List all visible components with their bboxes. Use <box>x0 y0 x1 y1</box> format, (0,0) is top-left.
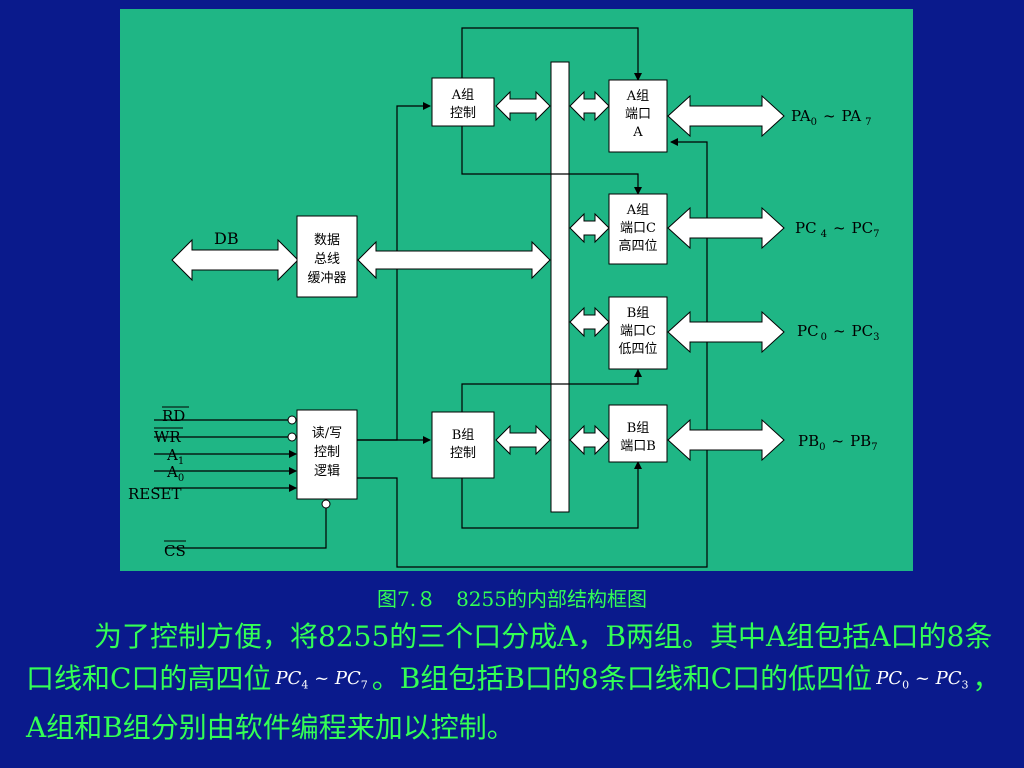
bus-buffer-block <box>296 215 358 298</box>
diagram-panel <box>120 9 913 571</box>
bus-actrl-arrow <box>495 90 551 122</box>
port-b-block <box>608 404 668 463</box>
port-c-low-label-2: 端口C <box>620 324 656 339</box>
pclo-arrow <box>667 310 785 354</box>
formula-pc4-pc7: PC4 ~ PC7 <box>275 668 368 692</box>
port-c-low-label-1: B组 <box>627 306 650 321</box>
port-b-label-2: 端口B <box>620 439 656 454</box>
pin-rd: RD <box>162 407 185 425</box>
pin-a1: A1 <box>166 446 184 467</box>
buffer-bus-arrow <box>357 240 551 280</box>
paragraph-part-1: 为了控制方便，将8255的三个口分成A，B两组。其中A组包括A口的8条口线和C口… <box>26 620 993 695</box>
pb-label: PB0~PB7 <box>798 432 878 453</box>
pa-arrow <box>667 94 785 138</box>
a-control-label-2: 控制 <box>450 106 476 121</box>
pin-reset: RESET <box>128 485 181 503</box>
internal-bus <box>550 61 570 513</box>
pchi-arrow <box>667 206 785 250</box>
rd-bubble <box>287 415 297 425</box>
bus-bctrl-arrow <box>495 424 551 456</box>
cs-bubble <box>321 499 331 509</box>
port-c-high-label-3: 高四位 <box>618 238 657 254</box>
pin-wr: WR <box>154 428 181 446</box>
port-a-label-3: A <box>632 125 643 140</box>
bus-buffer-label-1: 数据 <box>314 233 340 248</box>
port-a-block <box>608 79 668 153</box>
b-control-label-2: 控制 <box>450 446 476 461</box>
port-c-high-label-2: 端口C <box>620 221 656 236</box>
rw-logic-label-2: 控制 <box>314 445 340 460</box>
pb-arrow <box>667 418 785 462</box>
rw-logic-label-1: 读/写 <box>312 426 342 441</box>
data-arrows <box>171 90 785 462</box>
port-b-label-1: B组 <box>627 421 650 436</box>
b-control-block <box>431 411 495 479</box>
bus-buffer-label-2: 总线 <box>314 252 340 267</box>
control-lines <box>165 27 708 568</box>
port-c-low-label-3: 低四位 <box>618 342 657 357</box>
wr-bubble <box>287 432 297 442</box>
port-c-high-block <box>608 193 668 265</box>
bus-buffer-label-3: 缓冲器 <box>307 271 346 286</box>
figure-caption: 图7.８ 8255的内部结构框图 <box>377 587 647 611</box>
formula-pc0-pc3: PC0 ~ PC3 <box>876 668 969 692</box>
port-c-low-block <box>608 296 668 370</box>
pin-lines <box>154 419 297 492</box>
a-control-block <box>431 77 495 127</box>
pin-cs: CS <box>164 542 186 560</box>
pin-a0: A0 <box>166 463 184 484</box>
block-diagram: A组 控制 B组 控制 A组 端口 A A组 端口C 高四位 B组 端口C 低四… <box>120 9 913 571</box>
rw-logic-label-3: 逻辑 <box>314 464 340 479</box>
rw-logic-block <box>296 409 358 500</box>
port-a-label-2: 端口 <box>625 107 651 122</box>
paragraph-part-2: 。B组包括B口的8条口线和C口的低四位 <box>371 662 873 695</box>
port-c-high-label-1: A组 <box>626 203 649 218</box>
description-paragraph: 为了控制方便，将8255的三个口分成A，B两组。其中A组包括A口的8条口线和C口… <box>26 616 1006 749</box>
paragraph-part-3: ，A组和B组分别由软件编程来加以控制。 <box>26 662 1001 744</box>
a-control-label-1: A组 <box>451 88 474 103</box>
b-control-label-1: B组 <box>452 428 475 443</box>
db-label: DB <box>214 229 239 248</box>
port-a-label-1: A组 <box>626 89 649 104</box>
